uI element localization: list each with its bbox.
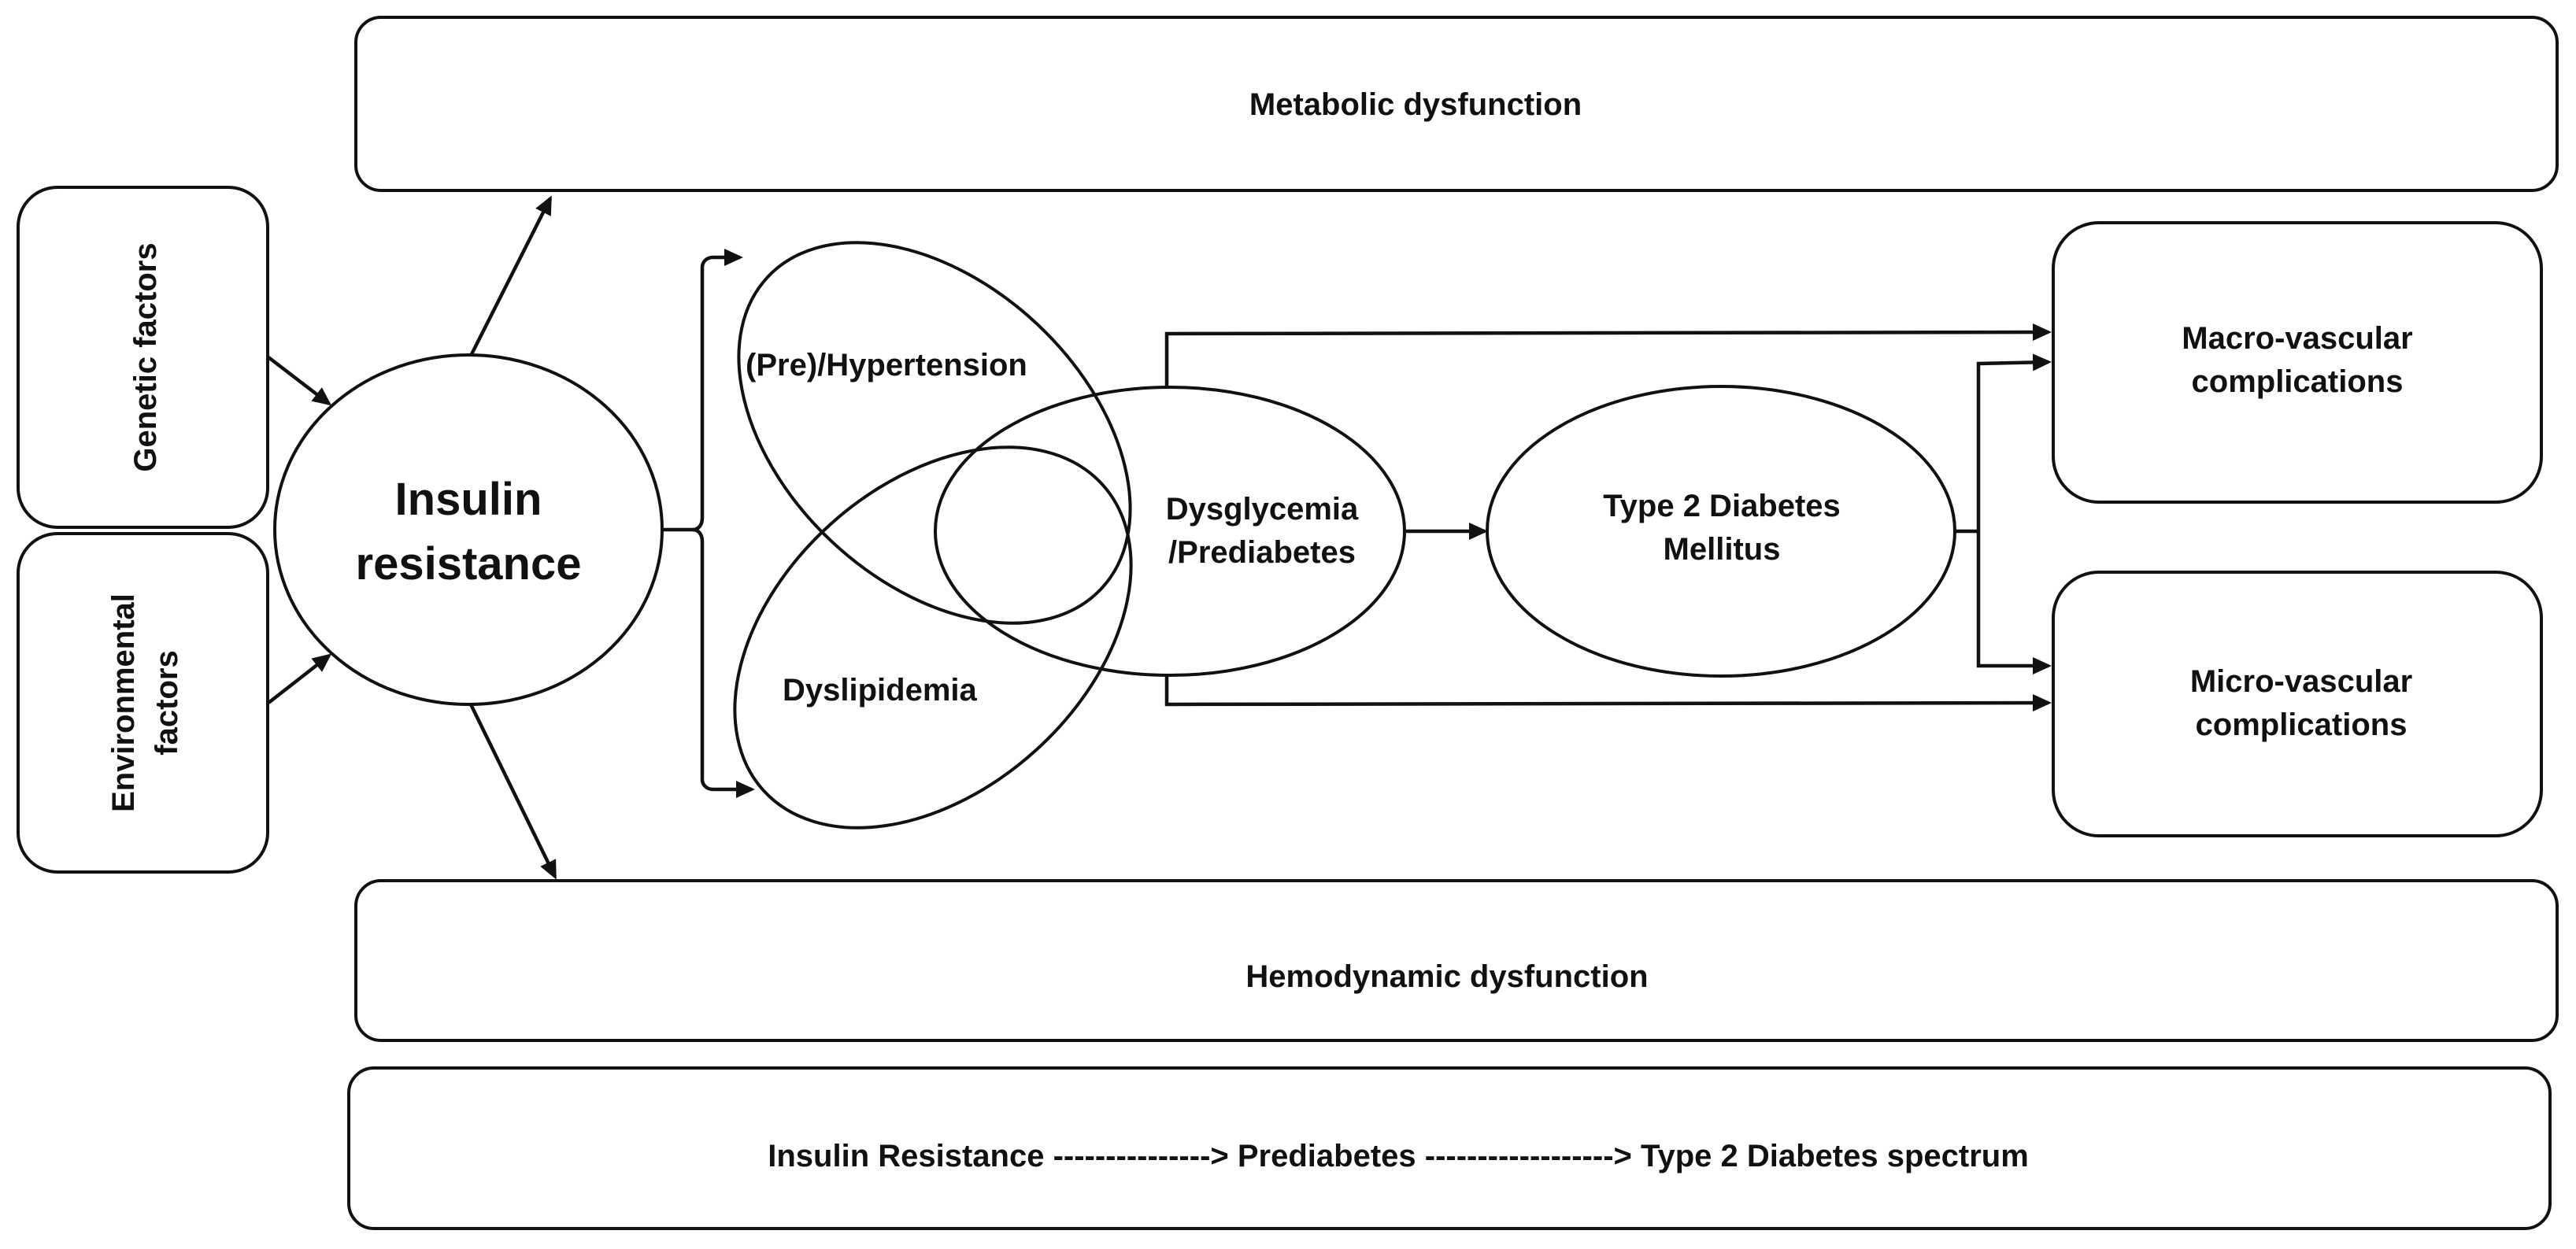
genetic-to-insulin-arrow [267,356,332,406]
micro-vascular-label-line1: Micro-vascular [2190,664,2412,699]
diabetes-to-micro-arrow [1976,531,2052,674]
insulin-bracket-connector [663,249,743,532]
insulin-resistance-label-line1: Insulin [395,474,542,525]
micro-vascular-box: Micro-vascular complications [2052,571,2543,837]
dyslipidemia-ellipse [733,445,1133,830]
dysglycemia-label-line1: Dysglycemia [1166,492,1359,527]
dysglycemia-to-micro-arrow [1164,675,2052,712]
genetic-factors-label: Genetic factors [128,242,163,471]
environmental-to-insulin-arrow [267,653,332,704]
hemodynamic-dysfunction-box: Hemodynamic dysfunction [354,879,2559,1042]
macro-vascular-label-line2: complications [2192,364,2404,399]
macro-vascular-label-line1: Macro-vascular [2182,321,2412,356]
dyslipidemia-label: Dyslipidemia [783,673,978,708]
hemodynamic-dysfunction-label: Hemodynamic dysfunction [1245,959,1648,994]
dysglycemia-label-line2: /Prediabetes [1168,535,1356,570]
spectrum-label: Insulin Resistance ---------------> Pred… [768,1139,2029,1173]
genetic-factors-box: Genetic factors [17,186,269,529]
dysglycemia-to-macro-arrow [1164,323,2052,387]
hypertension-label: (Pre)/Hypertension [746,348,1027,382]
micro-vascular-label-line2: complications [2196,708,2408,742]
insulin-to-metabolic-arrow [468,195,553,357]
type2-diabetes-ellipse: Type 2 Diabetes Mellitus [1486,385,1956,678]
hypertension-ellipse [737,241,1132,625]
metabolic-dysfunction-label: Metabolic dysfunction [1249,87,1582,122]
insulin-bracket-connector-lower [692,527,755,798]
diabetes-to-macro-arrow [1976,353,2052,531]
insulin-resistance-label-line2: resistance [356,538,582,589]
insulin-to-hemodynamic-arrow [468,704,557,880]
type2-diabetes-label-line1: Type 2 Diabetes [1603,489,1841,523]
environmental-factors-label-line1: Environmental [106,593,141,812]
metabolic-dysfunction-box: Metabolic dysfunction [354,16,2559,192]
spectrum-box: Insulin Resistance ---------------> Pred… [347,1066,2552,1230]
environmental-factors-label-line2: factors [150,650,184,755]
dysglycemia-ellipse [934,386,1406,677]
type2-diabetes-label-line2: Mellitus [1664,532,1781,567]
environmental-factors-box: Environmental factors [17,532,269,874]
insulin-resistance-ellipse: Insulin resistance [273,353,664,706]
macro-vascular-box: Macro-vascular complications [2052,221,2543,504]
